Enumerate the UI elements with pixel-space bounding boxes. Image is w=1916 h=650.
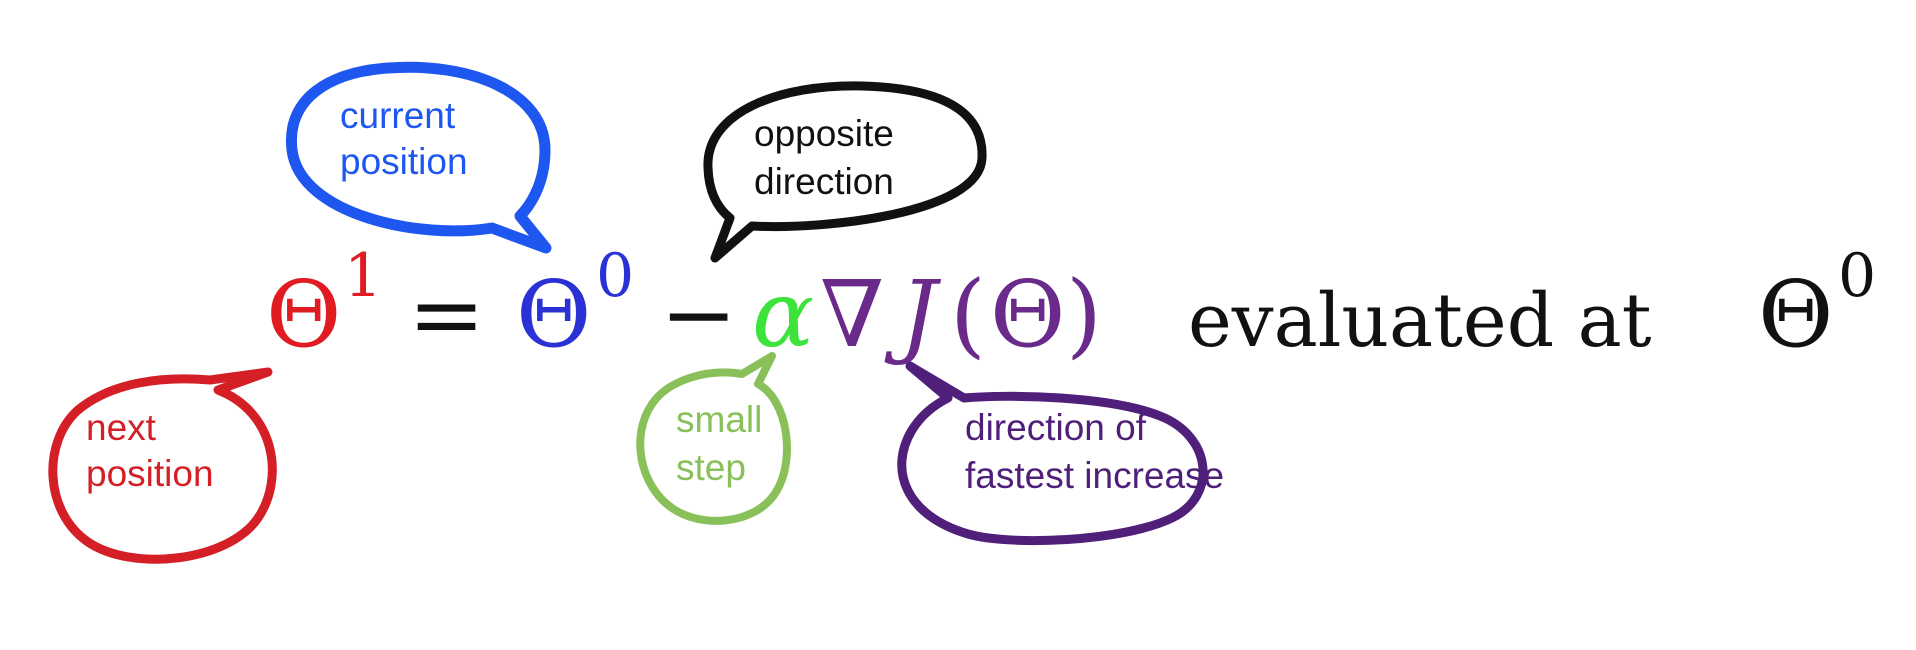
speech-bubble-small-step: [636, 352, 791, 525]
speech-bubble-direction-fastest-increase: [897, 361, 1208, 546]
theta-evaluated-superscript: 0: [1838, 241, 1876, 311]
next-position-line-1: next: [86, 407, 157, 448]
opposite-direction-line-2: direction: [754, 161, 894, 202]
svg-text:small step: small step: [676, 399, 773, 488]
small-step-line-1: small: [676, 399, 762, 440]
speech-bubble-current-position: [285, 61, 552, 254]
theta-next-superscript: 1: [344, 241, 382, 311]
callout-next-position: next position: [48, 367, 277, 564]
small-step-line-2: step: [676, 447, 746, 488]
callout-current-position: current position: [285, 61, 552, 254]
callout-opposite-direction: opposite direction: [703, 81, 987, 263]
direction-fastest-line-2: fastest increase: [965, 455, 1224, 496]
direction-fastest-line-1: direction of: [965, 407, 1147, 448]
theta-evaluated-symbol: Θ: [1758, 261, 1833, 368]
open-paren: (: [950, 261, 986, 368]
theta-next-symbol: Θ: [266, 261, 341, 368]
speech-bubble-next-position: [48, 367, 277, 564]
callout-small-step: small step: [636, 352, 791, 525]
svg-text:current position: current position: [340, 95, 468, 182]
alpha-step-size: α: [752, 261, 814, 368]
theta-current-symbol: Θ: [516, 261, 591, 368]
svg-text:direction of fastest inc: direction of fastest increase: [965, 407, 1224, 496]
opposite-direction-line-1: opposite: [754, 113, 894, 154]
speech-bubble-opposite-direction: [703, 81, 987, 263]
evaluated-at-text: evaluated at: [1188, 278, 1652, 364]
equals-sign: =: [408, 261, 485, 368]
theta-argument: Θ: [990, 261, 1065, 368]
nabla-gradient: ∇: [820, 261, 884, 368]
theta-current-superscript: 0: [596, 241, 634, 311]
next-position-line-2: position: [86, 453, 214, 494]
svg-text:opposite direction: opposite direction: [754, 113, 904, 202]
svg-text:next position: next position: [86, 407, 214, 494]
current-position-line-2: position: [340, 141, 468, 182]
close-paren: ): [1066, 261, 1102, 368]
minus-sign: −: [660, 261, 737, 368]
callout-direction-fastest-increase: direction of fastest increase: [897, 361, 1224, 546]
update-formula: Θ 1 = Θ 0 − α ∇ J ( Θ ) evaluated at Θ 0: [266, 241, 1876, 368]
current-position-line-1: current: [340, 95, 456, 136]
cost-function-j: J: [884, 261, 942, 368]
